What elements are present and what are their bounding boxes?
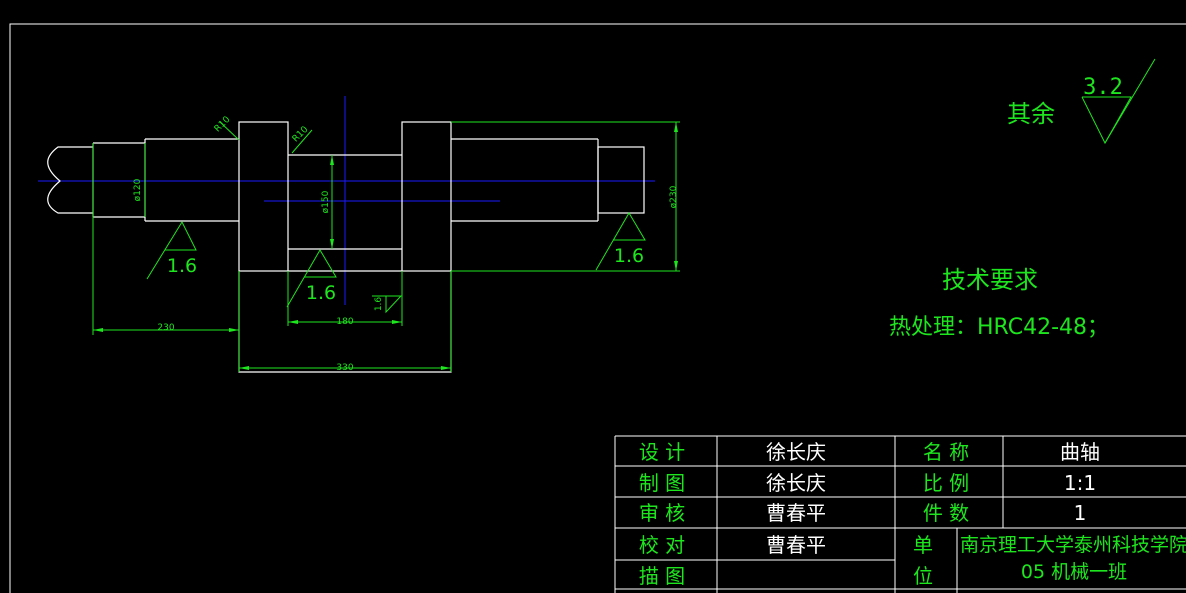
title-block-value2-4: 南京理工大学泰州科技学院 bbox=[960, 534, 1186, 556]
dim-len-180: 180 bbox=[336, 317, 353, 327]
drawing-frame bbox=[9, 23, 1186, 593]
title-block-value-3: 曹春平 bbox=[766, 501, 826, 525]
crankshaft-outline bbox=[47, 121, 645, 373]
title-block-label-4: 校 对 bbox=[639, 533, 685, 557]
roughness-value-right: 1.6 bbox=[614, 245, 644, 267]
dim-len-230: 230 bbox=[157, 323, 174, 333]
title-block-label-2: 制 图 bbox=[639, 471, 685, 495]
dim-d150: ø150 bbox=[321, 190, 331, 213]
title-block-label-1: 设 计 bbox=[639, 440, 685, 464]
title-block-label-3: 审 核 bbox=[639, 501, 685, 525]
surface-finish-value: 3.2 bbox=[1083, 75, 1123, 100]
dim-len-330: 330 bbox=[336, 363, 353, 373]
roughness-value-middle: 1.6 bbox=[306, 282, 336, 304]
title-block-label2-4: 单 bbox=[913, 533, 933, 557]
title-block-value-1: 徐长庆 bbox=[766, 440, 826, 464]
roughness-symbol-small bbox=[372, 295, 403, 314]
break-line bbox=[47, 146, 93, 214]
dim-d120: ø120 bbox=[133, 178, 143, 201]
right-end-journal bbox=[597, 146, 645, 214]
title-block-label-5: 描 图 bbox=[639, 564, 685, 588]
title-block-label2-1: 名 称 bbox=[923, 440, 969, 464]
title-block-value2-3: 1 bbox=[1074, 501, 1087, 525]
title-block-grid bbox=[614, 435, 1186, 593]
title-block-label2-5: 位 bbox=[913, 564, 933, 588]
heat-treatment-note: 热处理：HRC42-48； bbox=[889, 315, 1109, 340]
title-block-label2-2: 比 例 bbox=[923, 471, 969, 495]
roughness-value-small: 1.6 bbox=[374, 297, 384, 312]
title-block-value-4: 曹春平 bbox=[766, 533, 826, 557]
dim-r10-right: R10 bbox=[291, 125, 311, 145]
title-block-value2-5: 05 机械一班 bbox=[1021, 561, 1127, 583]
requirements-title: 技术要求 bbox=[942, 266, 1038, 294]
dimension-texts: ø120 ø150 ø230 R10 R10 230 180 330 1.6 1… bbox=[133, 115, 679, 373]
dimension-lines bbox=[92, 58, 1156, 372]
center-lines bbox=[38, 96, 655, 305]
dim-d230: ø230 bbox=[669, 185, 679, 208]
title-block-value2-1: 曲轴 bbox=[1060, 440, 1100, 464]
right-web bbox=[401, 121, 452, 272]
surface-finish-symbol bbox=[1081, 96, 1132, 145]
dimension-arrows bbox=[93, 122, 678, 370]
left-web bbox=[238, 121, 289, 272]
title-block-label2-3: 件 数 bbox=[923, 501, 969, 525]
title-block-value-2: 徐长庆 bbox=[766, 471, 826, 495]
roughness-symbol-middle bbox=[286, 249, 337, 308]
roughness-symbol-right bbox=[595, 212, 646, 271]
roughness-value-left: 1.6 bbox=[167, 255, 197, 277]
surface-finish-label: 其余 bbox=[1007, 100, 1055, 128]
roughness-symbol-left bbox=[146, 220, 197, 280]
title-block-value2-2: 1:1 bbox=[1064, 471, 1096, 495]
